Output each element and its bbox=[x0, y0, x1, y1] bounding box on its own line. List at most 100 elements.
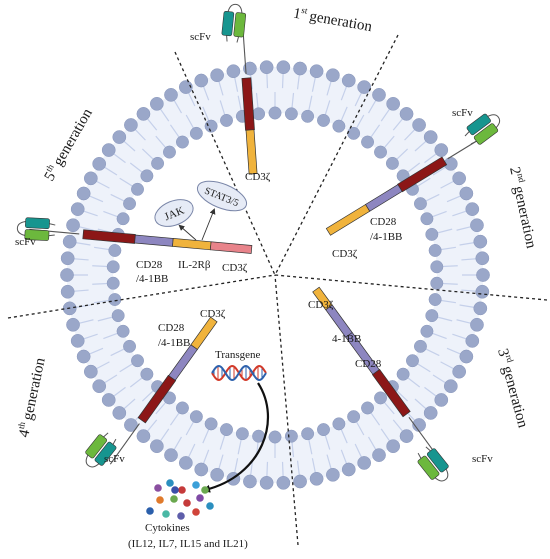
scfv-label-first: scFv bbox=[190, 31, 211, 43]
scfv-heavy-chain bbox=[221, 11, 235, 37]
lipid-head bbox=[301, 109, 315, 123]
cd28-label-third: CD28 bbox=[355, 358, 382, 370]
scfv-label-fifth: scFv bbox=[15, 236, 36, 248]
dna-strand bbox=[211, 364, 267, 382]
lipid-head bbox=[473, 301, 488, 316]
cytokine-dot bbox=[177, 512, 185, 520]
cytokine-dot bbox=[206, 502, 214, 510]
lipid-head bbox=[357, 80, 372, 94]
lipid-head bbox=[131, 354, 144, 368]
lipid-head bbox=[123, 197, 137, 211]
cd28-label-fourth: CD28 bbox=[158, 322, 185, 334]
lipid-head bbox=[452, 364, 467, 379]
lipid-head bbox=[92, 379, 107, 394]
lipid-head bbox=[111, 309, 125, 323]
lipid-head bbox=[425, 309, 439, 323]
lipid-head bbox=[374, 391, 387, 405]
lipid-head bbox=[357, 456, 372, 470]
lipid-head bbox=[374, 145, 387, 159]
lipid-head bbox=[309, 471, 324, 486]
cd3z-label-fifth: CD3ζ bbox=[222, 262, 248, 274]
cd3z-domain bbox=[245, 129, 258, 175]
lipid-head bbox=[406, 354, 419, 368]
scfv-heavy-chain bbox=[94, 441, 117, 466]
cd3z-domain bbox=[209, 241, 253, 254]
lipid-head bbox=[399, 429, 414, 443]
lipid-head bbox=[475, 284, 490, 299]
cytokine-dot bbox=[154, 484, 162, 492]
il2rb-label-fifth: IL-2Rβ bbox=[178, 259, 211, 271]
lipid-head bbox=[194, 73, 209, 88]
stat-bubble: STAT3/5 bbox=[196, 180, 248, 212]
cytokine-dot bbox=[201, 486, 209, 494]
lipid-head bbox=[62, 234, 77, 249]
lipid-head bbox=[276, 60, 291, 75]
lipid-head bbox=[293, 61, 307, 76]
lipid-head bbox=[176, 135, 189, 149]
lipid-head bbox=[70, 334, 85, 348]
scfv-label-fourth: scFv bbox=[104, 453, 125, 465]
lipid-head bbox=[60, 268, 74, 282]
transmembrane-domain bbox=[397, 156, 448, 193]
lipid-head bbox=[412, 118, 426, 132]
transgene-label: Transgene bbox=[215, 349, 261, 361]
scfv-light-chain bbox=[233, 12, 247, 38]
lipid-head bbox=[341, 73, 356, 88]
lipid-head bbox=[220, 113, 233, 127]
membrane-band bbox=[67, 67, 483, 483]
lipid-head bbox=[475, 251, 490, 266]
receptor-fourth bbox=[85, 316, 218, 468]
fifth-generation-label: 5thgeneration bbox=[40, 105, 96, 184]
lipid-head bbox=[396, 367, 410, 381]
lipid-head bbox=[189, 126, 203, 140]
il2rb-domain bbox=[172, 238, 212, 251]
cd28-label-fifth: CD28 bbox=[136, 259, 163, 271]
lipid-head bbox=[317, 423, 330, 437]
lipid-head bbox=[66, 218, 80, 233]
lipid-head bbox=[420, 324, 434, 338]
lipid-head bbox=[413, 339, 427, 353]
lipid-head bbox=[76, 349, 91, 364]
lipid-head bbox=[151, 156, 165, 170]
lipid-head bbox=[473, 234, 488, 249]
scfv-heavy-chain bbox=[24, 229, 50, 241]
lipid-head bbox=[140, 169, 154, 183]
lipid-head bbox=[189, 410, 203, 424]
lipid-head bbox=[83, 364, 98, 379]
lipid-head bbox=[140, 367, 154, 381]
divider-third-fourth bbox=[274, 274, 299, 546]
lipid-head bbox=[112, 130, 127, 144]
cd3z-label-fourth: CD3ζ bbox=[200, 308, 226, 320]
cytokine-dot bbox=[166, 479, 174, 487]
lipid-head bbox=[423, 406, 438, 420]
lipid-head bbox=[101, 393, 116, 407]
lipid-head bbox=[136, 107, 151, 121]
lipid-head bbox=[476, 268, 490, 282]
lipid-head bbox=[452, 171, 467, 186]
cd3z-label-first: CD3ζ bbox=[245, 171, 271, 183]
lipid-head bbox=[235, 427, 249, 441]
lipid-head bbox=[164, 88, 178, 102]
lipid-head bbox=[204, 119, 218, 133]
lipid-head bbox=[284, 429, 298, 443]
lipid-head bbox=[124, 418, 138, 432]
secretion-arrow bbox=[202, 382, 269, 493]
lipid-head bbox=[123, 339, 137, 353]
lipid-head bbox=[326, 467, 340, 482]
lipid-head bbox=[470, 218, 484, 233]
cytokines-label: Cytokines bbox=[145, 522, 190, 534]
lipid-head bbox=[164, 448, 178, 462]
lipid-head bbox=[301, 427, 315, 441]
lipid-head bbox=[210, 68, 224, 83]
lipid-head bbox=[108, 293, 122, 306]
lipid-head bbox=[443, 379, 458, 394]
lipid-head bbox=[386, 439, 401, 454]
cytokine-dot bbox=[156, 496, 164, 504]
lipid-head bbox=[386, 96, 401, 111]
lipid-head bbox=[309, 64, 324, 79]
second-generation-label: 2ndgeneration bbox=[506, 165, 541, 250]
lipid-head bbox=[347, 410, 361, 424]
lipid-head bbox=[76, 186, 91, 201]
lipid-head bbox=[116, 324, 130, 338]
